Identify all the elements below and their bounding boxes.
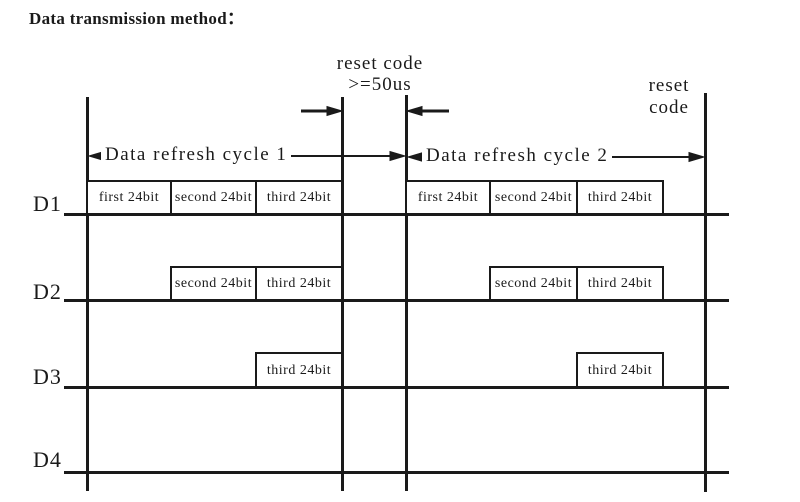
d1-signal-baseline: [64, 213, 729, 216]
arrowhead-left-icon: [405, 105, 423, 117]
arrowhead-right-icon: [688, 151, 706, 163]
arrowhead-right-icon: [326, 105, 344, 117]
d3-cycle2-third-24bit-box: third 24bit: [576, 352, 664, 388]
d2-cycle2-third-24bit-box: third 24bit: [576, 266, 664, 301]
d1-cycle1-second-24bit-box: second 24bit: [170, 180, 257, 215]
reset-code-duration-line2: >=50us: [348, 74, 412, 95]
channel-label-d3: D3: [33, 364, 62, 389]
d2-cycle1-third-24bit-box: third 24bit: [255, 266, 343, 301]
page-title: Data transmission method：: [29, 9, 245, 28]
d1-cycle1-first-24bit-box: first 24bit: [86, 180, 172, 215]
d1-cycle1-third-24bit-box: third 24bit: [255, 180, 343, 215]
reset-code-duration-line1: reset code: [336, 53, 424, 74]
reset-code-right-line2: code: [649, 97, 689, 118]
d4-signal-baseline: [64, 471, 729, 474]
reset-duration-arrow-left: [301, 105, 344, 117]
cycle2-end-boundary-line: [704, 93, 707, 492]
d2-cycle2-second-24bit-box: second 24bit: [489, 266, 578, 301]
arrowhead-right-icon: [389, 150, 407, 162]
channel-label-d1: D1: [33, 191, 62, 216]
reset-code-duration-label: reset code >=50us: [318, 53, 442, 95]
channel-label-d2: D2: [33, 279, 62, 304]
arrowhead-left-icon: [406, 151, 424, 163]
cycle1-start-boundary-line: [86, 97, 89, 491]
d1-cycle2-third-24bit-box: third 24bit: [576, 180, 664, 215]
d3-cycle1-third-24bit-box: third 24bit: [255, 352, 343, 388]
reset-code-right-boundary-line: [405, 95, 408, 491]
cycle1-label: Data refresh cycle 1: [101, 144, 292, 166]
d2-signal-baseline: [64, 299, 729, 302]
d1-cycle2-first-24bit-box: first 24bit: [405, 180, 491, 215]
channel-label-d4: D4: [33, 447, 62, 472]
d2-cycle1-second-24bit-box: second 24bit: [170, 266, 257, 301]
reset-duration-arrow-right: [405, 105, 449, 117]
cycle2-label: Data refresh cycle 2: [422, 145, 613, 167]
reset-code-right-line1: reset: [648, 75, 690, 96]
reset-code-right-label: reset code: [634, 75, 704, 119]
d3-signal-baseline: [64, 386, 729, 389]
d1-cycle2-second-24bit-box: second 24bit: [489, 180, 578, 215]
